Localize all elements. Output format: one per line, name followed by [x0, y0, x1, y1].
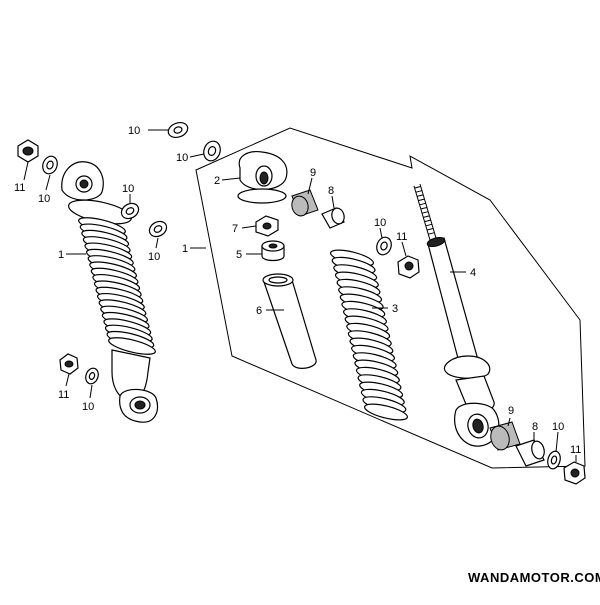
rubber-bushing-9-upper — [291, 189, 319, 217]
label-5: 5 — [236, 249, 242, 261]
nut-11-right-upper — [397, 255, 420, 279]
spring-3 — [330, 249, 408, 421]
label-10: 10 — [374, 217, 386, 229]
spring-coils-left — [78, 217, 156, 355]
label-10: 10 — [82, 401, 94, 413]
washer-10-right-lower — [547, 450, 561, 470]
thread-line — [418, 198, 425, 202]
rubber-stopper-5 — [261, 240, 285, 262]
nut-11-right-lower — [563, 461, 586, 485]
label-10: 10 — [176, 152, 188, 164]
nut-11-bottom-left — [59, 353, 79, 375]
damper-unit-4 — [413, 183, 500, 447]
washer-10-top-left — [42, 155, 58, 175]
nut-11-top-left — [17, 139, 39, 163]
label-10: 10 — [122, 183, 134, 195]
dust-cover-tube-6 — [262, 273, 317, 369]
thread-line — [414, 186, 421, 189]
thread-line — [424, 219, 431, 223]
spring-coil — [108, 337, 156, 355]
label-6: 6 — [256, 305, 262, 317]
label-11: 11 — [14, 182, 25, 194]
washer-10-top-a — [167, 121, 189, 139]
washer-10-right-upper — [376, 236, 392, 256]
label-2: 2 — [214, 175, 220, 187]
label-8: 8 — [532, 421, 538, 433]
label-7: 7 — [232, 223, 238, 235]
thread-line — [423, 215, 430, 218]
label-10: 10 — [148, 251, 160, 263]
collar-8-upper — [321, 207, 345, 229]
spring-coil — [364, 403, 408, 421]
label-9: 9 — [310, 167, 316, 179]
rubber-bushing-9-lower — [489, 421, 521, 451]
washer-10-mid-a — [120, 202, 140, 220]
label-11: 11 — [570, 444, 581, 456]
washer-10-mid-b — [148, 220, 168, 238]
thread-line — [425, 223, 432, 227]
label-4: 4 — [470, 267, 476, 279]
label-9: 9 — [508, 405, 514, 417]
collar-8-lower — [515, 439, 545, 467]
label-10: 10 — [128, 125, 140, 137]
label-10: 10 — [38, 193, 50, 205]
label-8: 8 — [328, 185, 334, 197]
watermark-text: WANDAMOTOR.COM — [468, 570, 600, 585]
label-3: 3 — [392, 303, 398, 315]
thread-line — [426, 228, 434, 231]
thread-line — [421, 211, 429, 214]
thread-line — [415, 190, 422, 193]
label-11: 11 — [58, 389, 69, 401]
label-1: 1 — [58, 249, 64, 261]
shock-absorber-assembly-left — [61, 161, 159, 423]
upper-mount-2 — [237, 151, 288, 204]
part-labels: 10 10 11 10 10 10 1 11 10 1 2 9 8 7 5 6 … — [14, 125, 581, 456]
thread-line — [420, 207, 427, 210]
thread-line — [419, 202, 426, 206]
thread-line — [428, 232, 435, 235]
washer-10-bottom-left — [85, 367, 99, 385]
thread-line — [416, 194, 424, 197]
washer-10-top-b — [203, 140, 221, 162]
label-11: 11 — [396, 231, 407, 243]
label-10: 10 — [552, 421, 564, 433]
nut-7 — [255, 215, 279, 237]
leader-lines — [23, 129, 577, 462]
label-1: 1 — [182, 243, 188, 255]
exploded-assembly-outline — [195, 127, 586, 469]
rod-threads — [414, 186, 435, 235]
